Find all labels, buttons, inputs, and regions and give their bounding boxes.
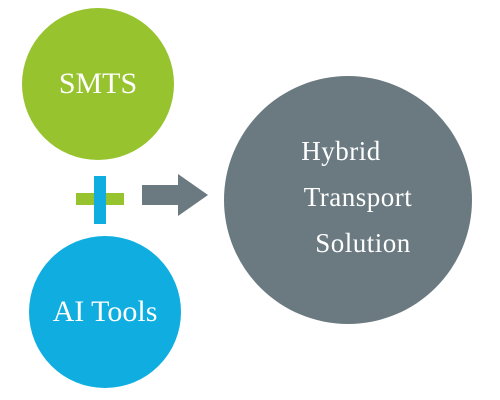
result-line-3: Solution [315, 228, 411, 258]
arrow-right-icon [142, 174, 208, 216]
result-line-1: Hybrid [301, 136, 381, 166]
ai-tools-circle: AI Tools [29, 236, 181, 388]
plus-icon [76, 176, 124, 224]
hybrid-solution-circle: Hybrid Transport Solution [224, 76, 472, 324]
ai-tools-label: AI Tools [52, 295, 158, 328]
smts-label: SMTS [58, 67, 138, 100]
hybrid-solution-text: Hybrid Transport Solution [284, 128, 413, 266]
result-line-2: Transport [303, 182, 413, 212]
smts-circle: SMTS [22, 8, 174, 160]
